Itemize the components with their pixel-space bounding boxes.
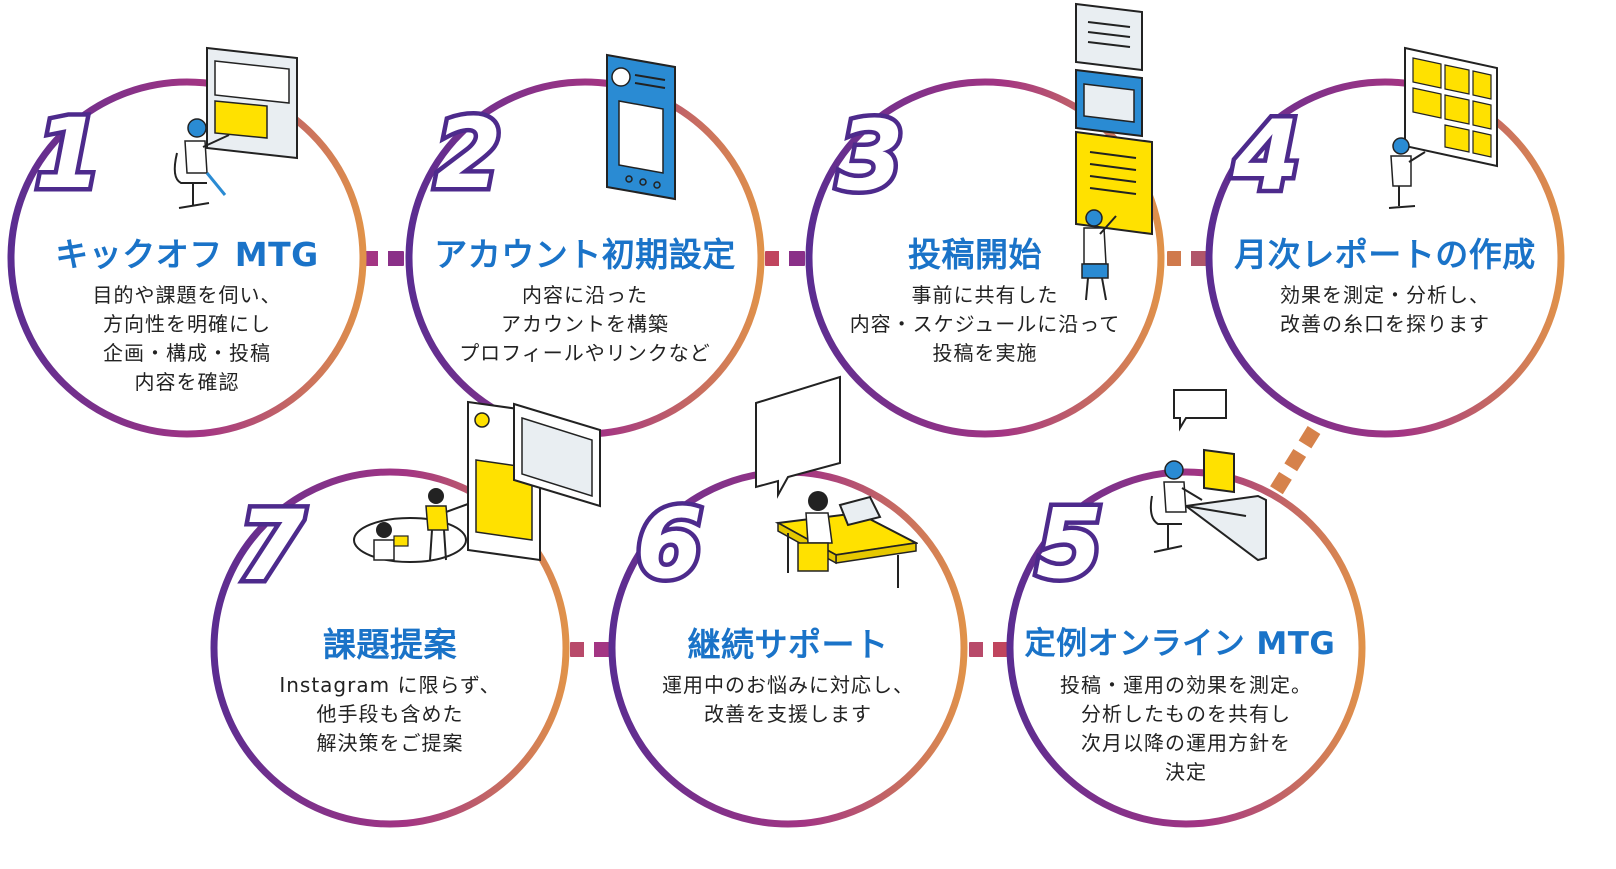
description-line: 解決策をご提案 [316,731,464,755]
step-description: 内容に沿った アカウントを構築 プロフィールやリンクなど [405,281,765,368]
description-line: 企画・構成・投稿 [103,341,271,365]
step-number: 7 [234,490,310,602]
description-line: 投稿・運用の効果を測定。 [1060,673,1312,697]
description-line: アカウントを構築 [501,312,669,336]
phone-profile-icon [606,53,676,201]
analytics-dashboard-icon [1388,46,1498,209]
step-5: 5 定例オンライン MTG 投稿・運用の効果を測定。 分析したものを共有し 次月… [1006,389,1366,828]
connector-1-2 [364,251,404,266]
description-line: 改善の糸口を探ります [1280,312,1490,336]
support-chat-icon [755,375,918,588]
proposal-meeting-icon [353,400,601,563]
step-title: 月次レポートの作成 [1234,235,1536,274]
description-line: 投稿を実施 [932,341,1038,365]
step-number: 6 [632,488,708,600]
description-line: プロフィールやリンクなど [459,341,711,365]
description-line: 方向性を明確にし [103,312,271,336]
step-number: 1 [31,98,107,210]
step-description: Instagram に限らず、 他手段も含めた 解決策をご提案 [210,671,570,758]
step-ring [1006,468,1366,828]
step-number: 3 [833,100,909,212]
description-line: 目的や課題を伺い、 [92,283,282,307]
description-line: 決定 [1165,760,1207,784]
description-line: 内容に沿った [522,283,648,307]
connector-5-6 [969,642,1009,657]
description-line: 分析したものを共有し [1081,702,1291,726]
step-3: 3 投稿開始 事前に共有した 内容・スケジュールに沿って 投稿を実施 [805,2,1165,438]
step-description: 事前に共有した 内容・スケジュールに沿って 投稿を実施 [805,281,1165,368]
step-title: 課題提案 [323,625,457,664]
description-line: 事前に共有した [911,283,1059,307]
online-meeting-icon [1149,389,1267,562]
connector-2-3 [765,251,805,266]
step-description: 目的や課題を伺い、 方向性を明確にし 企画・構成・投稿 内容を確認 [7,281,367,397]
step-6: 6 継続サポート 運用中のお悩みに対応し、 改善を支援します [608,375,968,828]
connector-3-4 [1167,251,1207,266]
step-4: 4 月次レポートの作成 効果を測定・分析し、 改善の糸口を探ります [1205,46,1565,438]
step-title: 定例オンライン MTG [1024,626,1336,662]
step-number: 2 [431,98,507,210]
description-line: 運用中のお悩みに対応し、 [662,673,914,697]
step-2: 2 アカウント初期設定 内容に沿った アカウントを構築 プロフィールやリンクなど [405,53,765,438]
step-1: 1 キックオフ MTG 目的や課題を伺い、 方向性を明確にし 企画・構成・投稿 … [7,46,367,438]
step-description: 効果を測定・分析し、 改善の糸口を探ります [1205,281,1565,339]
description-line: 次月以降の運用方針を [1081,731,1291,755]
description-line: 効果を測定・分析し、 [1280,283,1490,307]
connector-4-5 [1269,426,1321,495]
description-line: 改善を支援します [704,702,872,726]
connector-6-7 [570,642,610,657]
step-description: 投稿・運用の効果を測定。 分析したものを共有し 次月以降の運用方針を 決定 [1006,671,1366,787]
step-title: キックオフ MTG [55,235,319,274]
step-ring [805,78,1165,438]
description-line: 内容・スケジュールに沿って [849,312,1121,336]
person-at-monitor-icon [173,46,298,209]
step-title: 投稿開始 [908,235,1042,274]
step-description: 運用中のお悩みに対応し、 改善を支援します [608,671,968,729]
step-number: 5 [1032,488,1108,600]
step-title: アカウント初期設定 [434,235,736,274]
step-7: 7 課題提案 Instagram に限らず、 他手段も含めた 解決策をご提案 [210,400,601,828]
description-line: 内容を確認 [134,370,240,394]
step-ring [7,78,367,438]
description-line: Instagram に限らず、 [279,673,501,697]
post-cards-icon [1075,2,1153,301]
description-line: 他手段も含めた [316,702,464,726]
step-title: 継続サポート [687,625,889,664]
step-number: 4 [1229,100,1305,212]
step-ring [210,468,570,828]
step-ring [1205,78,1565,438]
